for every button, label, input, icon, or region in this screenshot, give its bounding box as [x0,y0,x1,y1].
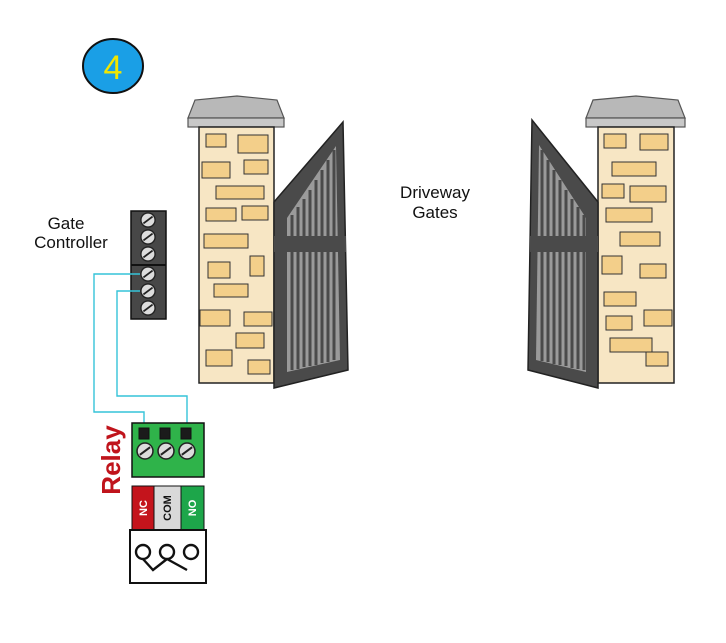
relay-terminal-no: NO [187,499,199,516]
relay-label: Relay [96,425,126,495]
right-gate-pillar [585,95,686,384]
gate-controller-terminal-strip [130,210,167,320]
screw-icon [136,442,154,460]
screw-icon [140,246,156,262]
switch-contacts-icon [134,543,200,572]
driveway-label-line2: Gates [412,203,457,222]
wires [93,273,188,432]
wire-to-no [116,290,188,432]
screw-icon [140,300,156,316]
wire-to-nc [93,273,145,432]
step-badge: 4 [82,38,144,94]
gate-controller-label-line1: Gate [48,214,85,233]
screw-icon [140,229,156,245]
left-gate [273,120,349,389]
gate-controller-label-line2: Controller [34,233,108,252]
relay-terminal-com: COM [162,495,174,521]
step-number: 4 [104,49,123,87]
right-gate [527,117,599,389]
relay-terminal-nc: NC [138,500,150,516]
relay: NC COM NO Relay [96,422,207,584]
screw-icon [140,283,156,299]
left-gate-pillar [187,95,285,384]
driveway-label-line1: Driveway [400,183,470,202]
screw-icon [178,442,196,460]
screw-icon [157,442,175,460]
screw-icon [140,212,156,228]
screw-icon [140,266,156,282]
